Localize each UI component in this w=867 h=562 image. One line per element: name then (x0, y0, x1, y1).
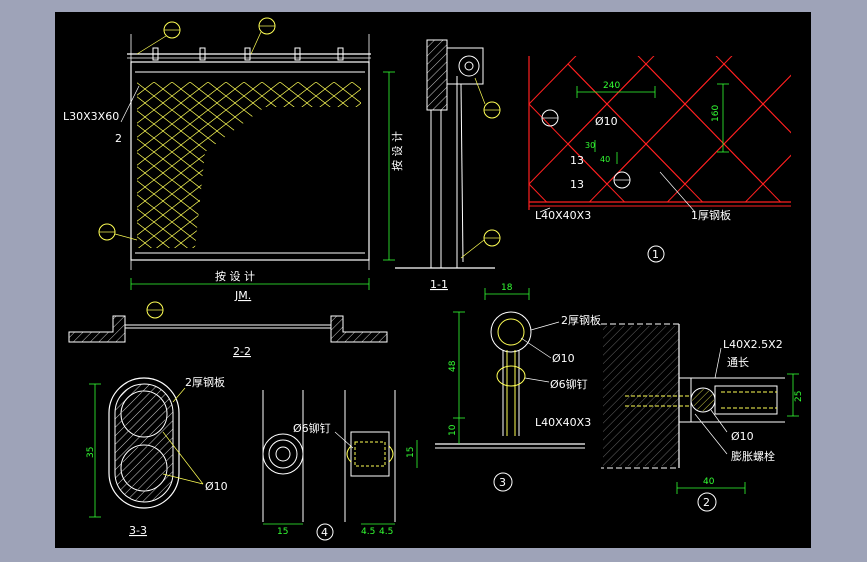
elevation-title: JM. (234, 289, 251, 302)
mesh-diamond (606, 143, 686, 202)
s33-plate: 2厚钢板 (185, 375, 225, 389)
section-2-2 (68, 301, 388, 343)
d2-dim-40: 40 (703, 477, 715, 487)
drawing-svg: L30X3X60 2 按 设 计 按 设 计 JM. 1-1 (63, 17, 811, 541)
d2-dim-25: 25 (794, 391, 804, 402)
section-1-1-title: 1-1 (430, 278, 448, 291)
d3-rivet: Ø6铆钉 (550, 377, 588, 391)
d1-angle: L40X40X3 (535, 209, 591, 222)
detail-2 (601, 323, 799, 512)
cad-drawing-canvas: L30X3X60 2 按 设 计 按 设 计 JM. 1-1 (55, 12, 811, 548)
section-2-2-title: 2-2 (233, 345, 251, 358)
mesh-diamond (802, 104, 811, 184)
d4-dim-15v: 15 (406, 447, 416, 458)
d1-dim-30: 30 (585, 141, 595, 150)
elevation-view (98, 17, 395, 290)
mesh-diamond (802, 24, 811, 104)
elevation-width-label: 按 设 计 (215, 269, 255, 283)
d1-plate: 1厚钢板 (691, 208, 731, 222)
detail-1-mesh (528, 24, 811, 263)
d3-dim-18: 18 (501, 283, 513, 293)
d1-dim-160: 160 (711, 105, 721, 122)
mesh-diamond (684, 63, 764, 145)
mesh-diamond (723, 56, 791, 105)
d4-dim-4-5b: 4.5 (379, 527, 393, 537)
d2-through: 通长 (727, 356, 749, 369)
detail-3 (435, 288, 585, 492)
d3-number: 3 (499, 476, 506, 489)
d3-plate: 2厚钢板 (561, 313, 601, 327)
d4-number: 4 (321, 526, 328, 539)
d1-label-13b: 13 (570, 178, 584, 191)
d4-rivet: Ø6铆钉 (293, 421, 331, 435)
d1-label-13a: 13 (570, 154, 584, 167)
mesh-diamond (606, 63, 686, 145)
d2-dia: Ø10 (731, 430, 754, 443)
mesh-diamond (645, 56, 725, 105)
elevation-small-2: 2 (115, 132, 122, 145)
s33-dia: Ø10 (205, 480, 228, 493)
section-3-3-title: 3-3 (129, 524, 147, 537)
d2-angle: L40X2.5X2 (723, 338, 783, 351)
d1-dim-240: 240 (603, 81, 620, 91)
d1-number: 1 (652, 248, 659, 261)
d3-dim-10: 10 (448, 424, 458, 436)
d2-bolt: 膨胀螺栓 (731, 449, 775, 463)
mesh-diamond (762, 154, 791, 202)
section-1-1 (395, 39, 501, 269)
d1-dia: Ø10 (595, 115, 618, 128)
detail-4 (262, 390, 418, 541)
d3-dim-48: 48 (448, 360, 458, 372)
elevation-height-label: 按 设 计 (390, 131, 404, 171)
s33-dim-35: 35 (86, 447, 96, 458)
d4-dim-4-5a: 4.5 (361, 527, 375, 537)
d2-number: 2 (703, 496, 710, 509)
d3-dia: Ø10 (552, 352, 575, 365)
mesh-diamond (723, 103, 791, 185)
mesh-diamond (762, 74, 791, 134)
angle-label-l30: L30X3X60 (63, 110, 119, 123)
section-3-3 (89, 377, 204, 518)
d4-dim-15: 15 (277, 527, 288, 537)
d3-angle: L40X40X3 (535, 416, 591, 429)
mesh-diamond (529, 63, 608, 145)
d1-dim-40: 40 (600, 155, 610, 164)
